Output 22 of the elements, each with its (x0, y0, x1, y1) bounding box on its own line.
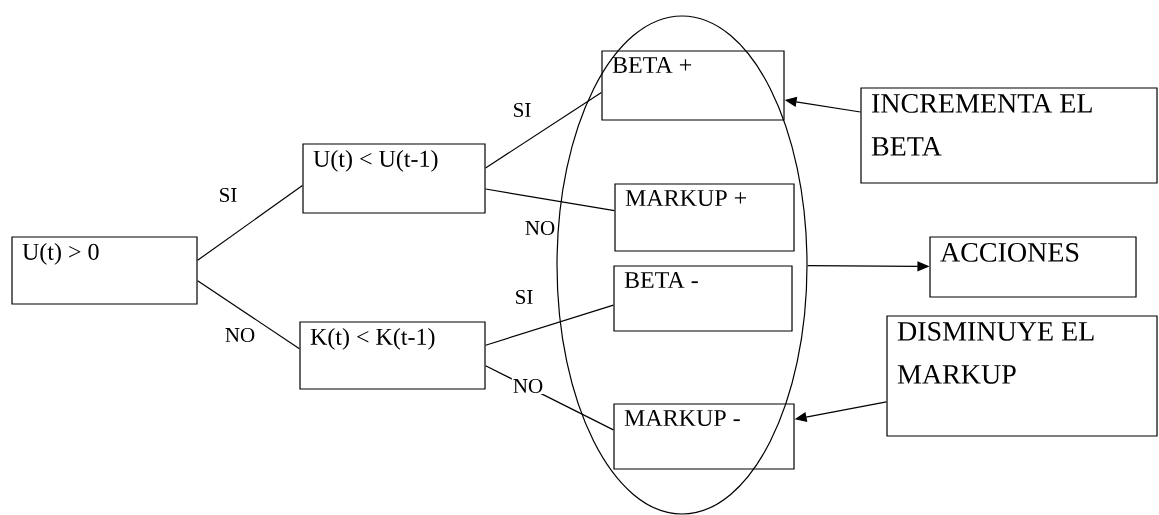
connector-line (485, 91, 602, 169)
text-box: DISMINUYE EL MARKUP (886, 315, 1158, 437)
edge-label: NO (223, 326, 257, 344)
text-box: INCREMENTA EL BETA (860, 87, 1158, 184)
text-box: U(t) > 0 (11, 236, 198, 305)
ellipse (556, 15, 808, 515)
connector-line (485, 304, 614, 346)
text-box: MARKUP + (614, 183, 795, 252)
edge-label: NO (523, 219, 557, 237)
edge-label: SI (511, 101, 533, 119)
text-box: BETA - (613, 265, 793, 332)
connector-line (485, 188, 615, 212)
edge-label: SI (217, 186, 239, 204)
text-box: ACCIONES (929, 236, 1137, 298)
connector-line (197, 280, 300, 350)
connector-line (197, 184, 303, 261)
edge-label: NO (511, 377, 545, 395)
text-box: U(t) < U(t-1) (302, 143, 486, 214)
edge-label: SI (513, 288, 535, 306)
text-box: K(t) < K(t-1) (299, 321, 486, 390)
text-box: MARKUP - (613, 403, 795, 470)
text-box: BETA + (601, 50, 785, 121)
